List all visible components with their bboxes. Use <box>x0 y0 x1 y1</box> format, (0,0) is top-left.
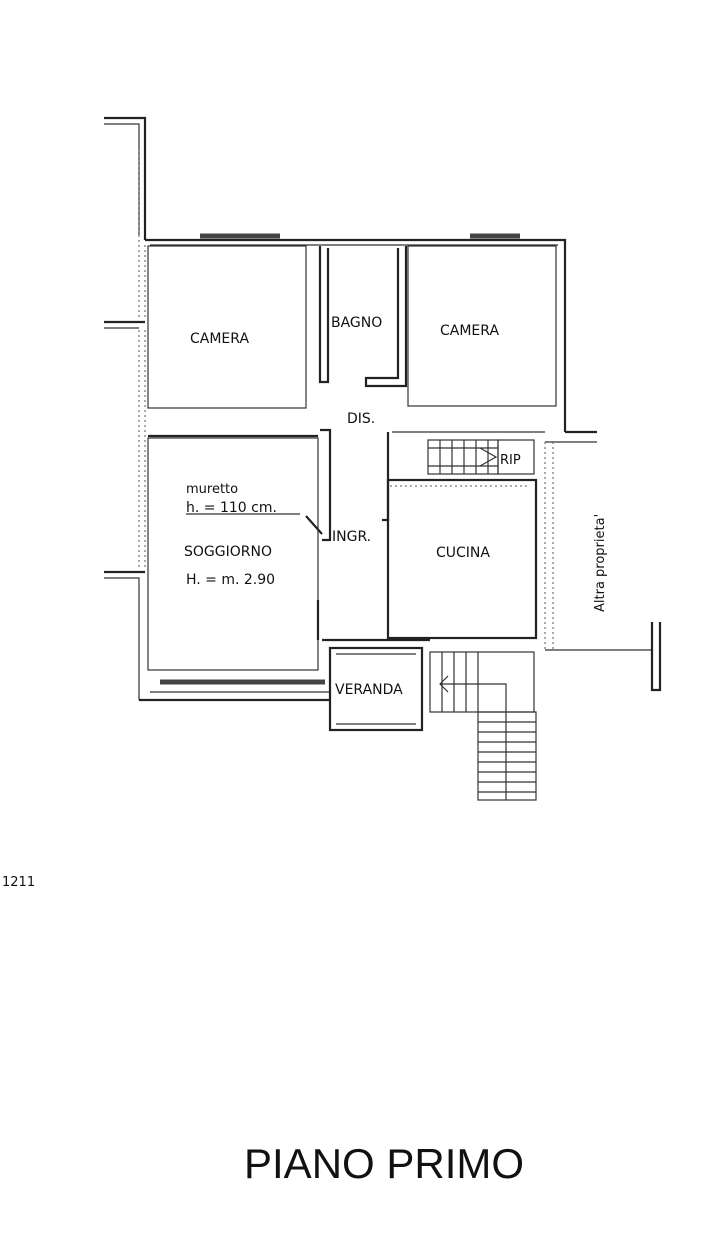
label-camera-right: CAMERA <box>440 323 499 339</box>
label-soggiorno-height: H. = m. 2.90 <box>186 572 275 588</box>
label-ingresso: INGR. <box>332 529 371 545</box>
label-muretto-height: h. = 110 cm. <box>186 500 277 516</box>
sheet-number: 1211 <box>2 875 35 890</box>
label-camera-left: CAMERA <box>190 331 249 347</box>
label-bagno: BAGNO <box>331 315 382 331</box>
label-cucina: CUCINA <box>436 545 490 561</box>
label-muretto: muretto <box>186 482 238 497</box>
interior-walls <box>147 245 557 801</box>
label-veranda: VERANDA <box>335 682 403 698</box>
exterior-stair <box>429 651 537 801</box>
label-soggiorno: SOGGIORNO <box>184 544 272 560</box>
room-labels: CAMERA BAGNO CAMERA DIS. RIP muretto h. … <box>184 315 608 698</box>
ripostiglio-stair <box>427 439 499 475</box>
label-neighbour: Altra proprieta' <box>593 514 608 612</box>
label-disimpegno: DIS. <box>347 411 375 427</box>
outer-walls <box>104 116 662 702</box>
drawing-title: PIANO PRIMO <box>244 1140 524 1187</box>
label-ripostiglio: RIP <box>500 453 521 468</box>
